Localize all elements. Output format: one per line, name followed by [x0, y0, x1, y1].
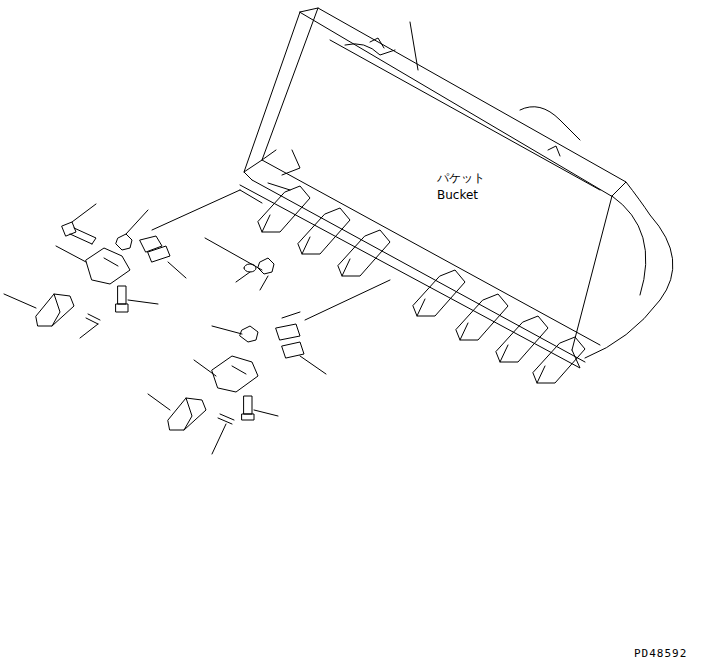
- drawing-code: PD48592: [634, 648, 687, 660]
- part-name: パケット: [437, 172, 485, 185]
- leader-lines: [4, 204, 326, 454]
- part-name: Bucket: [437, 189, 478, 202]
- bucket-body: [240, 8, 673, 368]
- bucket-teeth: [258, 186, 585, 383]
- exploded-parts-upper: [36, 222, 274, 326]
- guide-lines: [152, 190, 390, 320]
- exploded-parts-lower: [168, 324, 304, 430]
